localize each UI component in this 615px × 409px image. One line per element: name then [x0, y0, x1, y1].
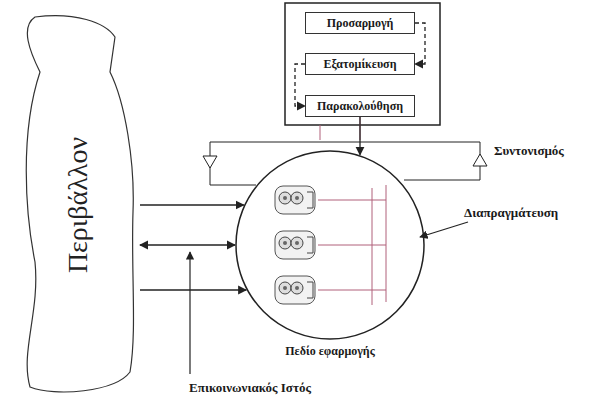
agent-dot [295, 286, 299, 290]
link-line [318, 200, 386, 290]
process-box: Προσαρμογή [305, 12, 415, 34]
agent-icon [275, 186, 315, 214]
agent-body [275, 276, 315, 304]
environment-shape: Περιβάλλον [15, 12, 140, 397]
flow-arrow [140, 204, 244, 205]
agent-dot [295, 241, 299, 245]
agent-body [275, 231, 315, 259]
process-box: Εξατομίκευση [305, 53, 415, 75]
flow-arrow [140, 289, 246, 290]
feedback-arrow [295, 64, 305, 106]
agent-part [307, 282, 313, 298]
domain-circle: Πεδίο εφαρμογής [235, 150, 425, 340]
negotiation-arrow [420, 222, 468, 237]
agent-part [307, 237, 313, 253]
web-pointer [189, 252, 190, 374]
coordination-line [210, 142, 480, 143]
control-frame [285, 3, 440, 125]
process-box: Παρακολούθηση [305, 95, 415, 117]
feedback-arrow [415, 23, 425, 64]
agent-part [279, 192, 291, 204]
coordination-line [404, 142, 480, 180]
circle-outline [235, 150, 425, 340]
link-bar [372, 188, 373, 305]
agent-dot [295, 196, 299, 200]
agent-dot [283, 286, 287, 290]
flow-arrow [359, 117, 360, 155]
domain-heading: Πεδίο εφαρμογής [285, 344, 374, 359]
agent-links [318, 117, 386, 305]
flow-arrow [140, 244, 235, 245]
agent-part [307, 192, 313, 208]
circle-outline [236, 151, 424, 339]
box-label: Προσαρμογή [327, 13, 394, 33]
box-label: Παρακολούθηση [317, 96, 403, 116]
link-line [320, 117, 360, 140]
agent-icons [275, 186, 315, 304]
environment-outline [26, 16, 133, 392]
agent-part [291, 192, 303, 204]
process-label: Διαπραγμάτευση [462, 205, 560, 221]
link-bar [386, 185, 387, 302]
agent-dot [283, 241, 287, 245]
coordination-line [210, 142, 256, 185]
agent-part [291, 282, 303, 294]
environment-label: Περιβάλλον [62, 136, 94, 272]
triangle-symbol [473, 154, 487, 166]
process-label: Συντονισμός [492, 143, 566, 159]
box-label: Εξατομίκευση [324, 54, 397, 74]
triangle-symbol [203, 156, 217, 168]
network-label: Επικοινωνιακός Ιστός [187, 380, 313, 396]
agent-dot [283, 196, 287, 200]
agent-part [279, 237, 291, 249]
agent-icon [275, 276, 315, 304]
coordination-loop [203, 142, 487, 185]
agent-part [279, 282, 291, 294]
agent-icon [275, 231, 315, 259]
agent-body [275, 186, 315, 214]
agent-part [291, 237, 303, 249]
